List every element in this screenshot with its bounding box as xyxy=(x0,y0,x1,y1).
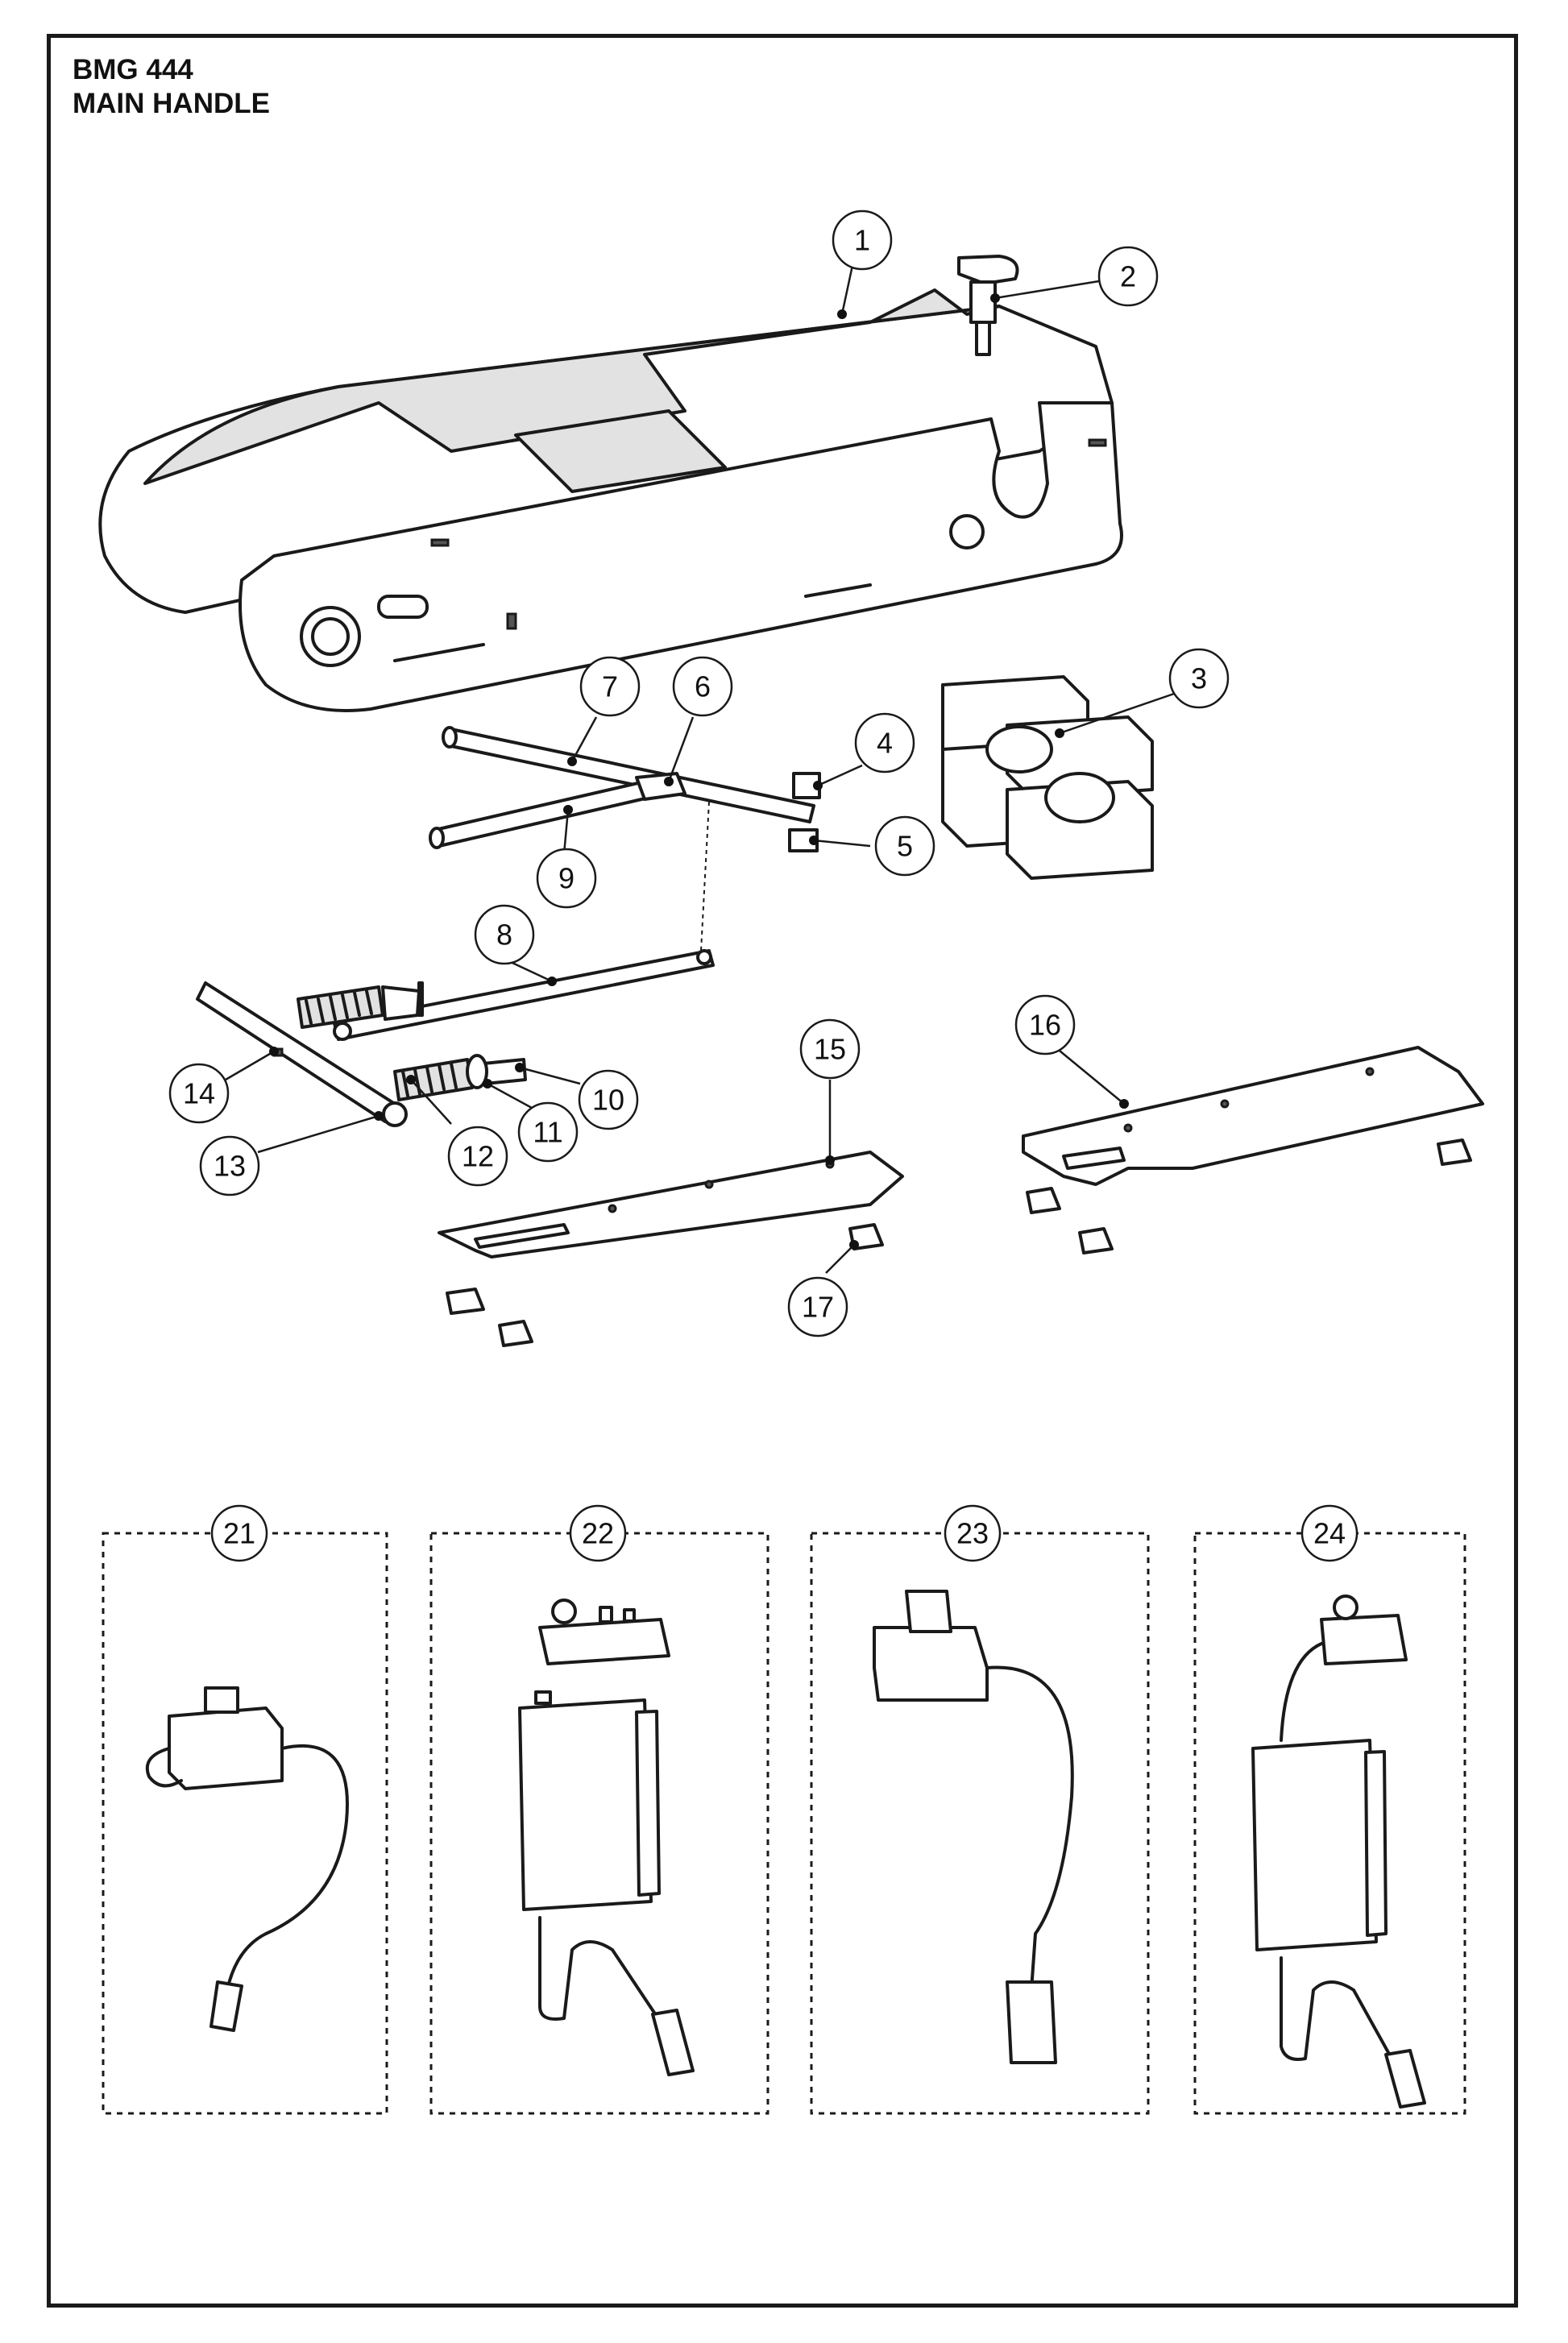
leader-lines xyxy=(225,257,1177,1274)
callout-13: 13 xyxy=(199,1135,260,1196)
callout-9: 9 xyxy=(536,848,597,909)
switch-with-cable xyxy=(145,1686,349,2032)
callout-22: 22 xyxy=(569,1504,627,1562)
svg-text:4: 4 xyxy=(877,727,893,760)
svg-text:15: 15 xyxy=(814,1033,846,1066)
clamp-blocks xyxy=(941,675,1154,880)
page-frame xyxy=(47,34,1518,2308)
svg-text:7: 7 xyxy=(602,670,618,703)
callout-14: 14 xyxy=(168,1063,230,1124)
svg-text:22: 22 xyxy=(582,1517,614,1550)
svg-text:21: 21 xyxy=(223,1517,255,1550)
section-title: MAIN HANDLE xyxy=(73,88,270,119)
callout-6: 6 xyxy=(672,656,733,717)
svg-text:14: 14 xyxy=(183,1077,215,1110)
callout-3: 3 xyxy=(1168,648,1230,709)
model-title: BMG 444 xyxy=(73,54,193,85)
option-box-24 xyxy=(1193,1532,1466,2115)
callout-10: 10 xyxy=(578,1069,639,1130)
svg-text:1: 1 xyxy=(854,224,870,257)
callout-17: 17 xyxy=(787,1276,848,1337)
option-box-23 xyxy=(810,1532,1150,2115)
svg-text:11: 11 xyxy=(533,1116,562,1149)
callout-15: 15 xyxy=(799,1018,861,1080)
control-box-24 xyxy=(1251,1594,1426,2109)
main-handle-frame xyxy=(98,288,1123,712)
title-block: BMG 444 MAIN HANDLE xyxy=(73,53,270,121)
svg-text:17: 17 xyxy=(802,1291,834,1324)
svg-text:16: 16 xyxy=(1029,1009,1061,1042)
callout-5: 5 xyxy=(874,815,935,877)
svg-text:3: 3 xyxy=(1191,662,1207,695)
option-box-21 xyxy=(102,1532,388,2115)
base-plate-16 xyxy=(1022,1046,1484,1186)
callout-7: 7 xyxy=(579,656,641,717)
svg-text:8: 8 xyxy=(496,919,512,952)
svg-text:12: 12 xyxy=(462,1140,494,1173)
svg-text:13: 13 xyxy=(214,1150,246,1183)
svg-text:24: 24 xyxy=(1313,1517,1346,1550)
link-bar xyxy=(333,949,715,1041)
svg-text:23: 23 xyxy=(956,1517,989,1550)
control-box-22 xyxy=(518,1599,695,2076)
svg-text:2: 2 xyxy=(1120,260,1136,293)
callout-8: 8 xyxy=(474,904,535,965)
option-box-22 xyxy=(429,1532,769,2115)
linkage-rods xyxy=(429,726,821,952)
callout-23: 23 xyxy=(944,1504,1002,1562)
svg-text:5: 5 xyxy=(897,830,913,863)
callout-11: 11 xyxy=(517,1101,579,1163)
svg-text:9: 9 xyxy=(558,862,575,895)
callout-1: 1 xyxy=(832,209,893,271)
callout-12: 12 xyxy=(447,1126,508,1187)
callout-2: 2 xyxy=(1097,246,1159,307)
svg-text:10: 10 xyxy=(592,1084,624,1117)
lower-shaft-assembly xyxy=(196,981,527,1127)
base-plate-15 xyxy=(438,1151,904,1259)
plug-connector-23 xyxy=(873,1590,1074,2064)
callout-24: 24 xyxy=(1300,1504,1359,1562)
svg-text:6: 6 xyxy=(695,670,711,703)
callout-16: 16 xyxy=(1014,994,1076,1055)
rubber-feet xyxy=(446,1138,1472,1347)
callout-4: 4 xyxy=(854,712,915,773)
callout-21: 21 xyxy=(210,1504,268,1562)
